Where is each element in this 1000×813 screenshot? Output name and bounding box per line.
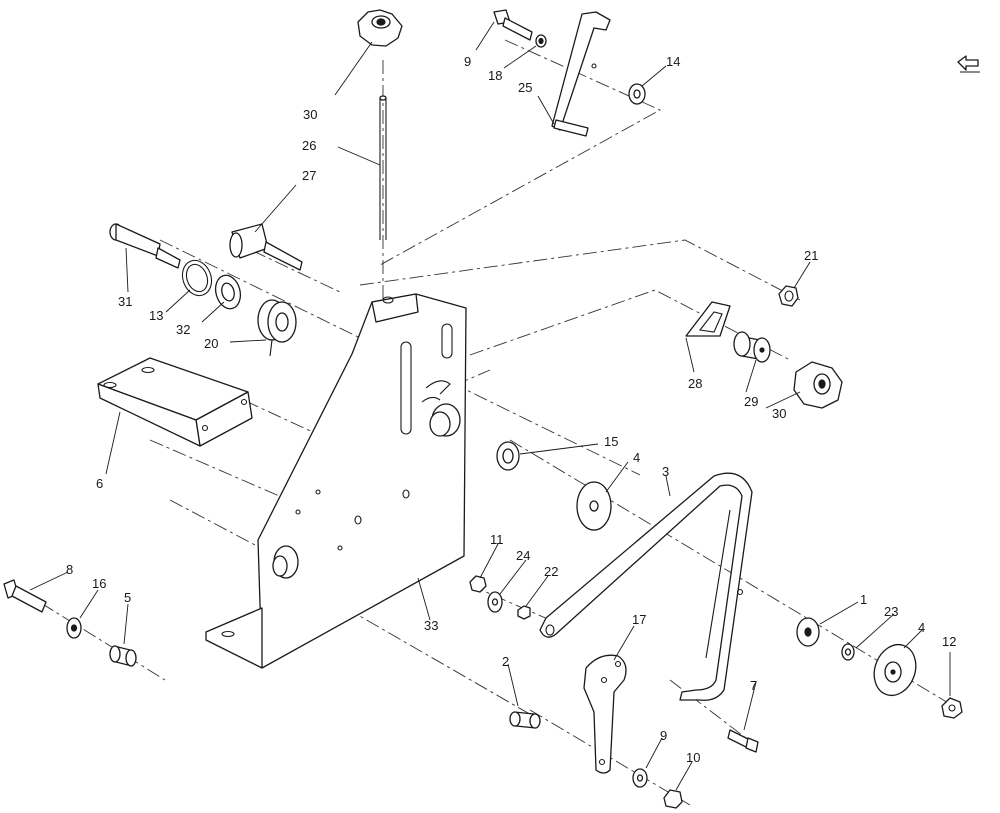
callout-12: 12: [942, 634, 956, 649]
callout-23: 23: [884, 604, 898, 619]
part-30-star-knob-lower: [793, 361, 843, 409]
callout-29: 29: [744, 394, 758, 409]
callout-28: 28: [688, 376, 702, 391]
callout-33: 33: [424, 618, 438, 633]
part-20-bushing: [257, 299, 297, 357]
callout-3: 3: [662, 464, 669, 479]
part-14-washer: [628, 83, 646, 105]
callout-4-upper: 4: [633, 450, 640, 465]
part-30-star-knob-top: [357, 9, 403, 47]
callout-2: 2: [502, 654, 509, 669]
part-32-washer: [214, 274, 242, 310]
callout-16: 16: [92, 576, 106, 591]
part-7-bolt: [727, 729, 759, 753]
part-12-nut: [941, 697, 963, 719]
part-15-bearing: [496, 441, 520, 471]
callout-13: 13: [149, 308, 163, 323]
part-2-sleeve: [509, 711, 541, 729]
part-26-rod: [379, 95, 387, 240]
callout-20: 20: [204, 336, 218, 351]
callout-leaders: [29, 21, 951, 791]
part-29-spacer: [733, 331, 771, 363]
callout-9-top: 9: [464, 54, 471, 69]
part-25-lever: [551, 11, 611, 137]
part-3-loop-arm: [539, 472, 753, 701]
callout-27: 27: [302, 168, 316, 183]
callout-31: 31: [118, 294, 132, 309]
callout-14: 14: [666, 54, 680, 69]
part-31-shaft: [109, 223, 181, 269]
callout-25: 25: [518, 80, 532, 95]
callout-32: 32: [176, 322, 190, 337]
part-5-spacer: [109, 645, 137, 667]
part-11-nut: [469, 575, 487, 593]
part-16-washer: [66, 617, 82, 639]
part-28-clip: [685, 301, 731, 337]
part-1-bushing: [796, 617, 820, 647]
callout-7: 7: [750, 678, 757, 693]
callout-labels: 30 26 27 31 13 32 20 6 9 18 25 14 21 28 …: [66, 54, 956, 765]
part-6-bracket: [97, 357, 253, 447]
callout-24: 24: [516, 548, 530, 563]
callout-11: 11: [490, 532, 504, 547]
part-13-snap-ring: [181, 259, 213, 297]
callout-6: 6: [96, 476, 103, 491]
callout-18: 18: [488, 68, 502, 83]
part-9-bolt-top: [493, 9, 533, 41]
callout-1: 1: [860, 592, 867, 607]
part-18-washer: [535, 34, 547, 48]
part-21-nut: [778, 285, 799, 307]
callout-17: 17: [632, 612, 646, 627]
callout-5: 5: [124, 590, 131, 605]
part-33-main-plate: [205, 293, 467, 669]
callout-22: 22: [544, 564, 558, 579]
callout-21: 21: [804, 248, 818, 263]
callout-15: 15: [604, 434, 618, 449]
part-10-nut: [663, 789, 683, 809]
part-9-washer-lower: [632, 768, 648, 788]
part-17-arm: [583, 654, 627, 774]
part-24-washer: [487, 591, 503, 613]
callout-8: 8: [66, 562, 73, 577]
callout-30-top: 30: [303, 107, 317, 122]
callout-26: 26: [302, 138, 316, 153]
part-4-disc-upper: [576, 481, 612, 531]
part-23-washer: [841, 643, 855, 661]
callout-10: 10: [686, 750, 700, 765]
part-27-pin: [229, 223, 303, 271]
return-arrow-icon[interactable]: [954, 54, 984, 76]
callout-30-lower: 30: [772, 406, 786, 421]
part-8-bolt: [3, 579, 47, 613]
part-4-disc-right: [873, 643, 917, 697]
part-22-nut: [517, 605, 531, 620]
callout-9-lower: 9: [660, 728, 667, 743]
callout-4-right: 4: [918, 620, 925, 635]
